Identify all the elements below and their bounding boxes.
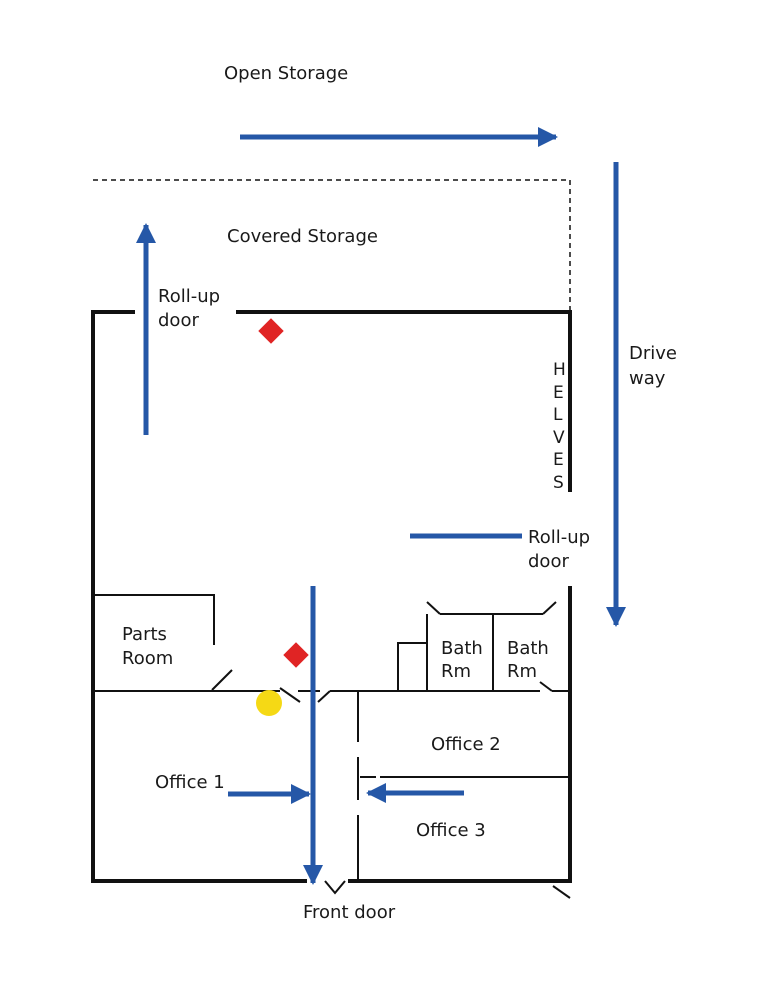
- interior-walls: [93, 594, 571, 899]
- svg-text:H: H: [553, 360, 566, 380]
- red-diamond-marker: [258, 318, 284, 344]
- label-rollup-door-right: Roll-up: [528, 527, 590, 548]
- covered-storage-boundary: [93, 179, 571, 310]
- building-outer-walls: [91, 310, 572, 883]
- label-bath-rm-b: Bath: [507, 638, 549, 659]
- label-front-door: Front door: [303, 902, 396, 923]
- red-diamond-marker: [283, 642, 309, 668]
- traffic-arrows: [136, 127, 626, 885]
- label-bath-rm-a: Bath: [441, 638, 483, 659]
- svg-text:L: L: [553, 405, 563, 425]
- label-parts-room: Parts: [122, 624, 167, 645]
- label-parts-room-2: Room: [122, 648, 173, 669]
- label-rollup-door-right-2: door: [528, 551, 569, 572]
- label-bath-rm-b-2: Rm: [507, 661, 537, 682]
- label-open-storage: Open Storage: [224, 63, 348, 84]
- label-office-1: Office 1: [155, 772, 225, 793]
- label-covered-storage: Covered Storage: [227, 226, 378, 247]
- svg-text:E: E: [553, 383, 564, 403]
- label-bath-rm-a-2: Rm: [441, 661, 471, 682]
- label-driveway-2: way: [629, 368, 666, 389]
- label-rollup-door-top-2: door: [158, 310, 199, 331]
- svg-text:S: S: [553, 473, 564, 493]
- label-office-3: Office 3: [416, 820, 486, 841]
- yellow-circle-marker: [256, 690, 282, 716]
- label-shelves: H E L V E S: [553, 360, 566, 493]
- svg-text:V: V: [553, 428, 565, 448]
- label-office-2: Office 2: [431, 734, 501, 755]
- label-rollup-door-top: Roll-up: [158, 286, 220, 307]
- label-driveway: Drive: [629, 343, 677, 364]
- svg-text:E: E: [553, 450, 564, 470]
